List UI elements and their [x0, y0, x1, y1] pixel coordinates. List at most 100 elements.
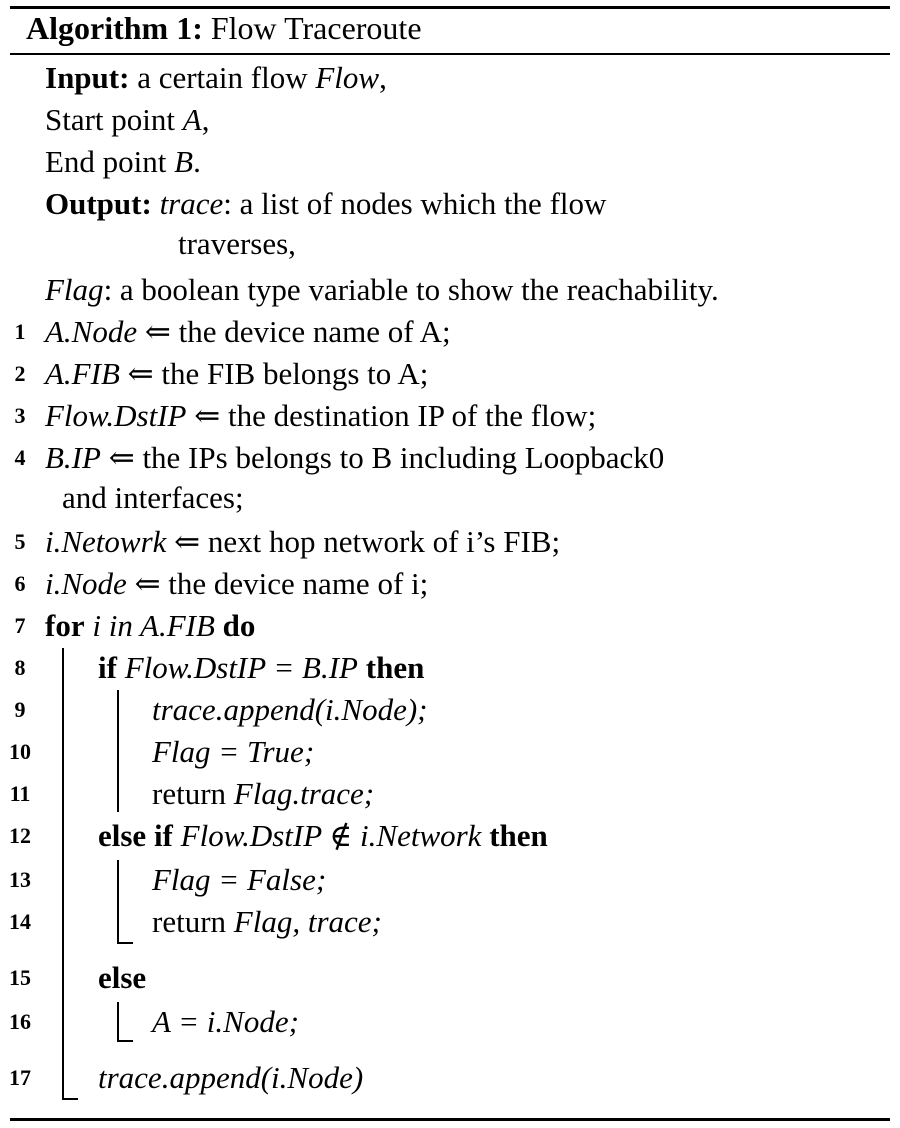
line-expr: trace.append(i.Node);	[152, 692, 428, 727]
output-text: : a list of nodes which the flow	[223, 186, 607, 221]
input-text: End point	[45, 144, 175, 179]
line-number: 15	[9, 965, 31, 990]
line-number: 8	[14, 655, 26, 680]
line-number: 16	[9, 1009, 31, 1034]
keyword-for: for	[45, 608, 85, 643]
assign-arrow: ⇐	[186, 398, 228, 433]
input-var: B	[174, 144, 194, 179]
line-number: 3	[14, 403, 26, 428]
algorithm-title: Flow Traceroute	[210, 10, 422, 46]
algo-line-2: 2 A.FIB ⇐ the FIB belongs to A;	[0, 354, 900, 394]
algo-line-16: 16 A = i.Node;	[0, 1002, 900, 1042]
line-number: 6	[14, 571, 26, 596]
algorithm-header: Algorithm 1: Flow Traceroute	[26, 8, 422, 48]
assign-arrow: ⇐	[137, 314, 179, 349]
line-number: 13	[9, 867, 31, 892]
line-number: 4	[14, 445, 26, 470]
for-block-bar	[62, 648, 64, 1100]
algo-line-15: 15 else	[0, 958, 900, 998]
line-number: 5	[14, 529, 26, 554]
line-number: 2	[14, 361, 26, 386]
assign-arrow: ⇐	[126, 566, 169, 601]
line-var: A.FIB	[45, 356, 120, 391]
assign-arrow: ⇐	[166, 524, 208, 559]
line-expr: Flag = True;	[152, 734, 315, 769]
input-punct: ,	[379, 60, 387, 95]
input-keyword: Input:	[45, 60, 130, 95]
line-number: 7	[14, 613, 26, 638]
input-line-1: Input: a certain flow Flow,	[45, 58, 387, 98]
line-var: Flow.DstIP	[45, 398, 187, 433]
keyword-then: then	[489, 818, 548, 853]
algorithm-label: Algorithm 1:	[26, 10, 203, 46]
algo-line-3: 3 Flow.DstIP ⇐ the destination IP of the…	[0, 396, 900, 436]
line-expr: Flow.DstIP = B.IP	[124, 650, 358, 685]
line-expr: Flow.DstIP ∉ i.Network	[180, 818, 482, 853]
algo-line-11: 11 return Flag.trace;	[0, 774, 900, 814]
assign-arrow: ⇐	[100, 440, 143, 475]
line-var: i.Netowrk	[45, 524, 167, 559]
line-number: 17	[9, 1065, 31, 1090]
line-text: the FIB belongs to A;	[161, 356, 429, 391]
algo-line-4: 4 B.IP ⇐ the IPs belongs to B including …	[0, 438, 900, 478]
line-text: the IPs belongs to B including Loopback0	[142, 440, 665, 475]
line-text: next hop network of i’s FIB;	[207, 524, 561, 559]
input-punct: ,	[201, 102, 210, 137]
output-text-cont: traverses,	[178, 226, 296, 261]
input-line-2: Start point A,	[45, 100, 209, 140]
for-block-end	[62, 1098, 78, 1100]
input-text: a certain flow	[137, 60, 316, 95]
flag-line: Flag: a boolean type variable to show th…	[45, 270, 719, 310]
algo-line-5: 5 i.Netowrk ⇐ next hop network of i’s FI…	[0, 522, 900, 562]
line-expr: i in A.FIB	[92, 608, 215, 643]
line-var: B.IP	[45, 440, 101, 475]
algo-line-4-cont: and interfaces;	[62, 478, 244, 518]
output-var: trace	[159, 186, 224, 221]
flag-text: : a boolean type variable to show the re…	[103, 272, 719, 307]
line-number: 9	[14, 697, 26, 722]
algo-line-17: 17 trace.append(i.Node)	[0, 1058, 900, 1098]
line-number: 11	[9, 781, 31, 806]
algo-line-9: 9 trace.append(i.Node);	[0, 690, 900, 730]
elseif-block-bar	[117, 860, 119, 944]
line-expr: Flag, trace;	[233, 904, 382, 939]
line-number: 14	[9, 909, 31, 934]
elseif-block-end	[117, 942, 133, 944]
output-keyword: Output:	[45, 186, 152, 221]
input-text: Start point	[45, 102, 183, 137]
line-text: the destination IP of the flow;	[227, 398, 597, 433]
algo-line-7: 7 for i in A.FIB do	[0, 606, 900, 646]
else-block-bar	[117, 1002, 119, 1042]
line-text: the device name of i;	[168, 566, 429, 601]
keyword-do: do	[222, 608, 256, 643]
line-number: 10	[9, 739, 31, 764]
algo-line-12: 12 else if Flow.DstIP ∉ i.Network then	[0, 816, 900, 856]
algo-line-14: 14 return Flag, trace;	[0, 902, 900, 942]
input-var: A	[182, 102, 202, 137]
output-line-1: Output: trace: a list of nodes which the…	[45, 184, 606, 224]
keyword-return: return	[152, 904, 234, 939]
line-text: the device name of A;	[178, 314, 451, 349]
if-block-bar	[117, 690, 119, 812]
line-expr: Flag = False;	[152, 862, 327, 897]
algo-line-8: 8 if Flow.DstIP = B.IP then	[0, 648, 900, 688]
algo-line-1: 1 A.Node ⇐ the device name of A;	[0, 312, 900, 352]
bottom-rule	[10, 1118, 890, 1121]
algo-line-6: 6 i.Node ⇐ the device name of i;	[0, 564, 900, 604]
input-punct: .	[193, 144, 201, 179]
input-line-3: End point B.	[45, 142, 201, 182]
header-rule	[10, 53, 890, 55]
line-expr: trace.append(i.Node)	[98, 1060, 364, 1095]
line-var: A.Node	[45, 314, 138, 349]
else-block-end	[117, 1040, 133, 1042]
assign-arrow: ⇐	[119, 356, 162, 391]
input-var: Flow	[315, 60, 380, 95]
line-expr: Flag.trace;	[233, 776, 375, 811]
line-expr: A = i.Node;	[152, 1004, 299, 1039]
flag-var: Flag	[45, 272, 104, 307]
keyword-then: then	[365, 650, 425, 685]
keyword-if: if	[98, 650, 117, 685]
line-text-cont: and interfaces;	[62, 480, 244, 515]
output-line-2: traverses,	[178, 224, 296, 264]
keyword-else-if: else if	[98, 818, 173, 853]
